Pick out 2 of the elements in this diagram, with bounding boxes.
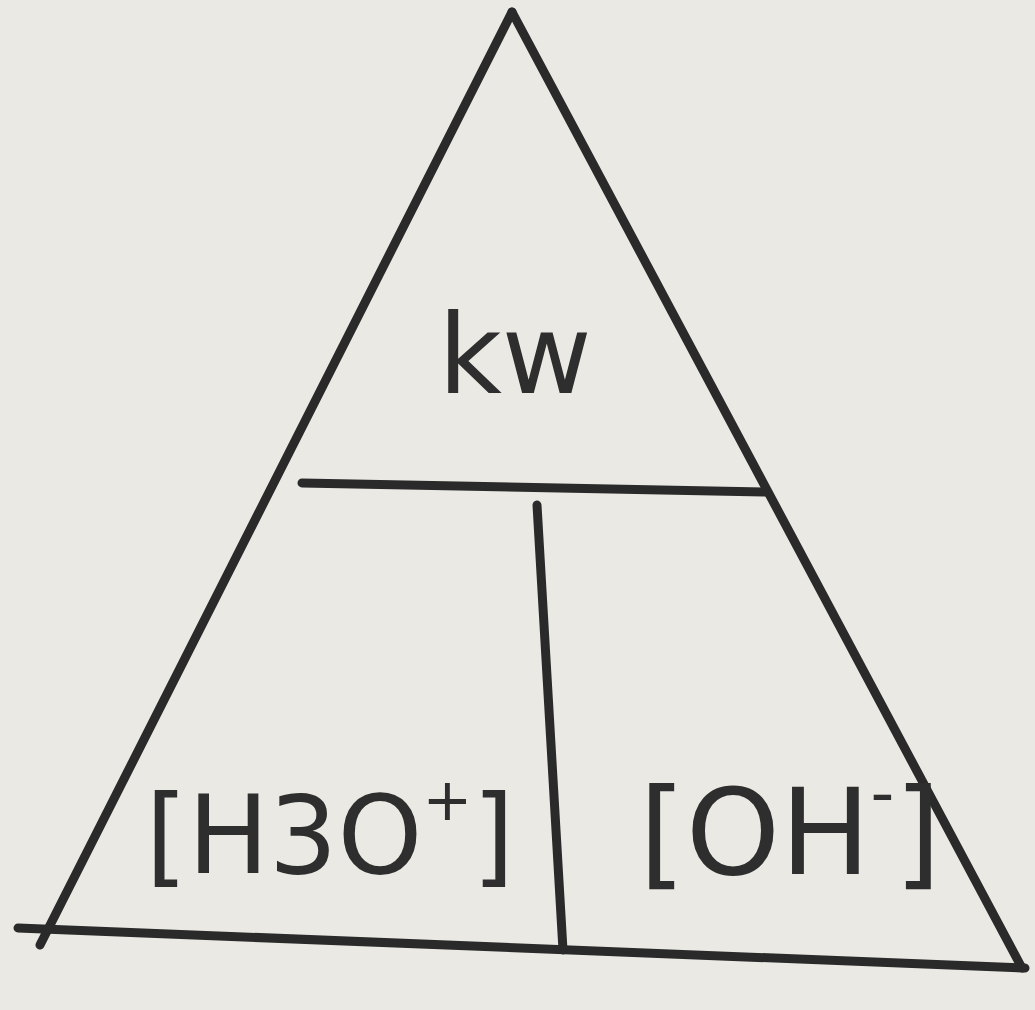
formula-term: [H3O$^{+}$] (140, 770, 520, 891)
formula-term: kw (350, 300, 680, 410)
